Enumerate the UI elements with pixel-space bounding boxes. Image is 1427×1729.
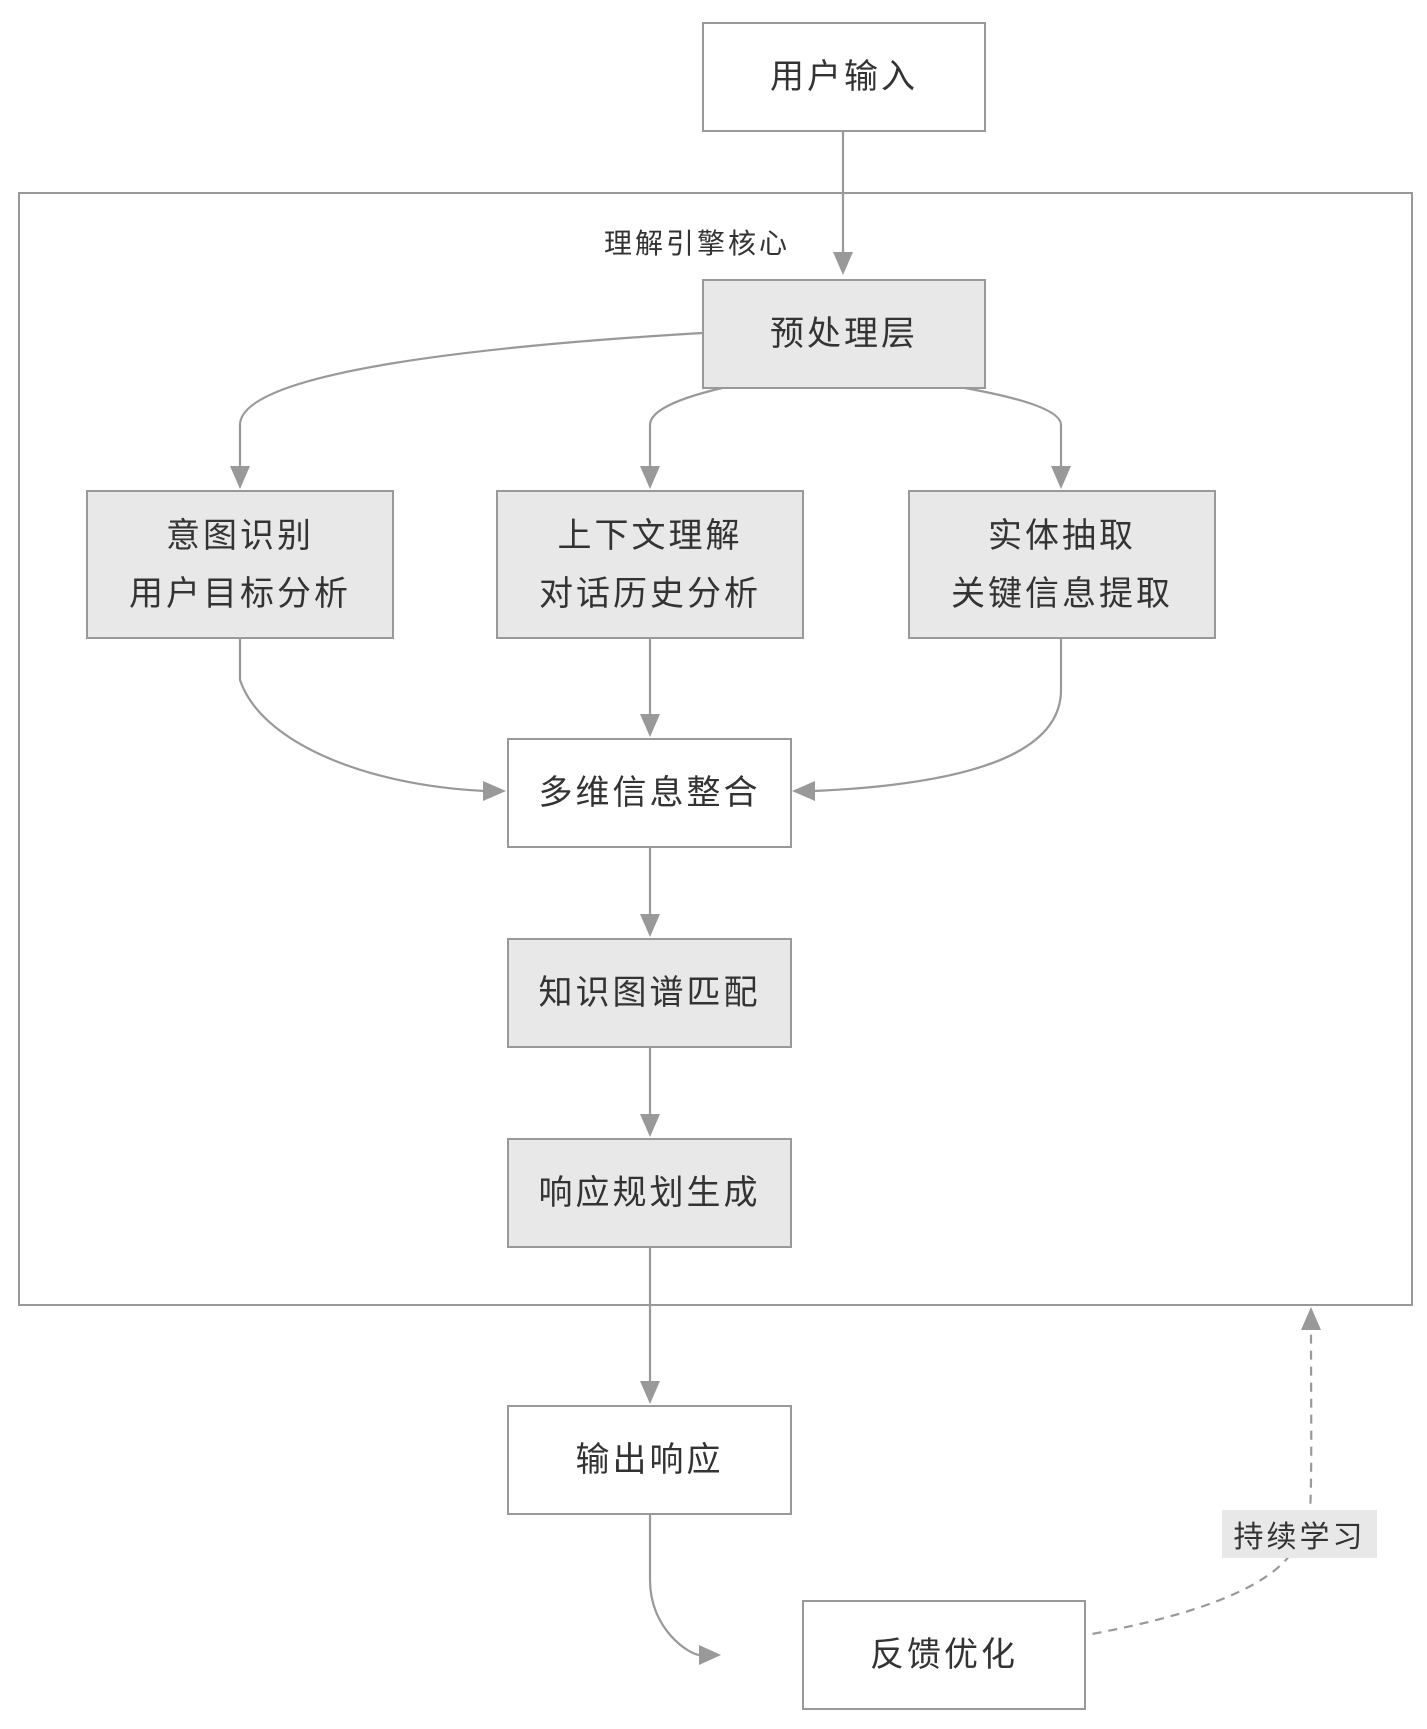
node-label: 知识图谱匹配: [538, 973, 761, 1013]
node-label: 多维信息整合: [538, 773, 761, 813]
edge-intent-to-integrate: [238, 638, 486, 793]
node-preprocess: 预处理层: [702, 279, 986, 389]
arrowhead-knowledge: [640, 914, 660, 937]
node-feedback: 反馈优化: [802, 1600, 1086, 1710]
arrowhead-output: [640, 1381, 660, 1404]
cluster-label: 理解引擎核心: [604, 227, 791, 260]
arrowhead-integrate-left: [483, 781, 506, 801]
node-sublabel: 关键信息提取: [951, 573, 1173, 614]
node-label: 实体抽取: [988, 515, 1136, 556]
understanding-engine-core-cluster: [18, 192, 1413, 1306]
arrowhead-plan: [640, 1114, 660, 1137]
node-entity: 实体抽取 关键信息提取: [908, 490, 1216, 639]
node-sublabel: 用户目标分析: [129, 573, 351, 614]
node-label: 用户输入: [770, 57, 918, 97]
edge-preprocess-to-intent: [238, 331, 703, 466]
node-output: 输出响应: [507, 1405, 792, 1515]
arrowhead-context-integrate: [640, 714, 660, 737]
node-integrate: 多维信息整合: [507, 738, 792, 848]
edge-output-to-feedback: [648, 1515, 701, 1657]
arrowhead-context: [640, 466, 660, 489]
edge-preprocess-to-context: [648, 386, 723, 466]
node-label: 预处理层: [770, 314, 918, 354]
node-context: 上下文理解 对话历史分析: [496, 490, 804, 639]
arrowhead-core-dashed: [1301, 1307, 1321, 1330]
edge-entity-to-integrate: [813, 638, 1063, 793]
node-intent: 意图识别 用户目标分析: [86, 490, 394, 639]
node-label: 上下文理解: [557, 515, 743, 556]
node-label: 响应规划生成: [538, 1173, 761, 1213]
node-label: 反馈优化: [870, 1635, 1018, 1675]
edge-label-continuous-learning: 持续学习: [1222, 1510, 1377, 1558]
arrowhead-entity: [1051, 466, 1071, 489]
node-label: 意图识别: [166, 515, 314, 556]
arrowhead-preprocess: [833, 252, 853, 275]
arrowhead-feedback: [699, 1645, 721, 1665]
node-knowledge: 知识图谱匹配: [507, 938, 792, 1048]
arrowhead-integrate-right: [792, 781, 815, 801]
arrowhead-intent: [230, 466, 250, 489]
node-user-input: 用户输入: [702, 22, 986, 132]
node-plan: 响应规划生成: [507, 1138, 792, 1248]
edge-preprocess-to-entity: [964, 386, 1063, 466]
node-label: 输出响应: [575, 1440, 724, 1480]
node-sublabel: 对话历史分析: [539, 573, 761, 614]
